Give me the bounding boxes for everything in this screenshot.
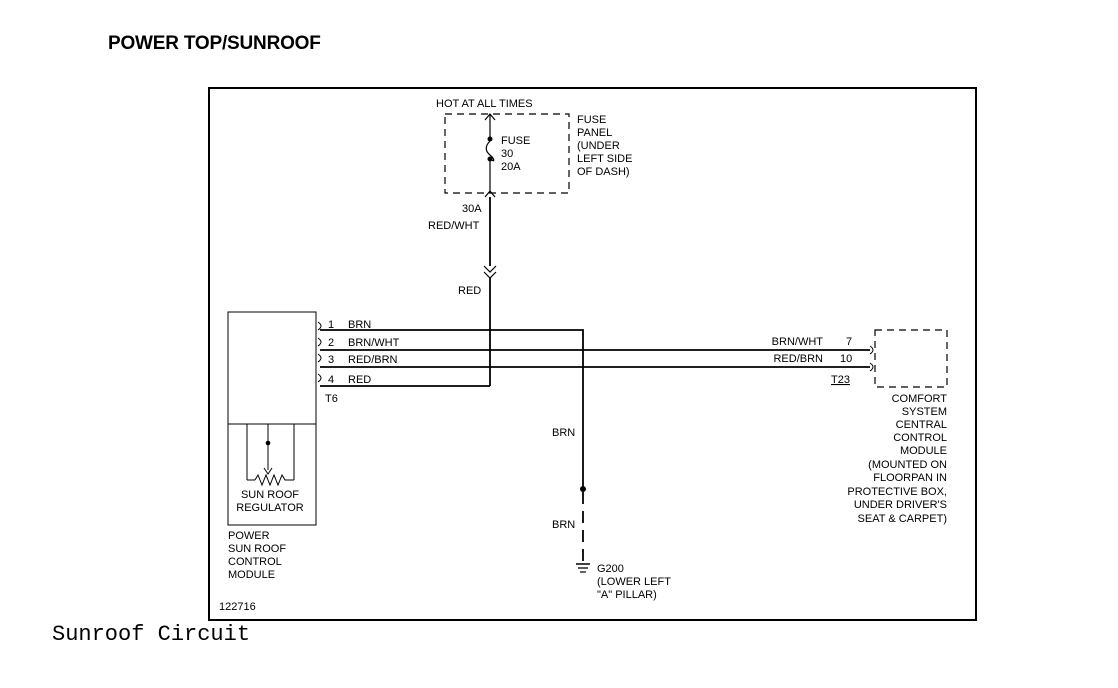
control-module-name-2: SUN ROOF: [228, 543, 286, 555]
comfort-module-name-2: SYSTEM: [902, 406, 947, 418]
control-module-name-4: MODULE: [228, 569, 275, 581]
fuse-location-3: (UNDER: [577, 140, 620, 152]
ground-id: G200: [597, 563, 624, 575]
regulator-label-1: SUN ROOF: [241, 489, 299, 501]
comfort-pin-7-number: 7: [846, 336, 852, 348]
wire-label-brn-upper: BRN: [552, 427, 575, 439]
pin-3-number: 3: [328, 354, 334, 366]
comfort-system-central-control-module: BRN/WHT 7 RED/BRN 10 T23 COMFORT SYSTEM …: [772, 329, 948, 525]
diagram-frame: [208, 87, 977, 621]
comfort-module-name-7: FLOORPAN IN: [873, 472, 947, 484]
comfort-pin-10-connector: [869, 362, 874, 372]
wire-label-brn-lower: BRN: [552, 519, 575, 531]
wire-label-red: RED: [458, 285, 481, 297]
wire-brn: [320, 329, 584, 488]
regulator-label-2: REGULATOR: [236, 502, 303, 514]
control-module-connector: T6: [325, 393, 338, 405]
comfort-module-name-10: SEAT & CARPET): [858, 513, 947, 525]
fuse-label-1: FUSE: [501, 135, 530, 147]
power-sunroof-control-module: SUN ROOF REGULATOR POWER SUN ROOF CONTRO…: [227, 311, 338, 581]
control-module-name-1: POWER: [228, 530, 270, 542]
comfort-module-name-5: MODULE: [900, 445, 947, 457]
comfort-pin-10-number: 10: [840, 353, 852, 365]
comfort-module-name-9: UNDER DRIVER'S: [854, 499, 947, 511]
figure-caption: Sunroof Circuit: [52, 622, 251, 647]
fuse-location-5: OF DASH): [577, 166, 630, 178]
fuse-symbol: [485, 140, 495, 162]
pin-4-number: 4: [328, 374, 334, 386]
control-module-name-3: CONTROL: [228, 556, 282, 568]
ground-symbol: [576, 563, 590, 573]
ground-location-1: (LOWER LEFT: [597, 576, 671, 588]
pin-4-color: RED: [348, 374, 371, 386]
sunroof-regulator-symbol: [246, 424, 295, 487]
fuse-output-connector: [484, 190, 496, 198]
comfort-module-name-1: COMFORT: [892, 393, 948, 405]
comfort-module-name-8: PROTECTIVE BOX,: [847, 486, 947, 498]
fuse-label-2: 30: [501, 148, 513, 160]
pin-3-connector: [317, 353, 322, 363]
pin-1-number: 1: [328, 319, 334, 331]
comfort-pin-7-color: BRN/WHT: [772, 336, 824, 348]
pin-3-color: RED/BRN: [348, 354, 398, 366]
wire-label-red-wht: RED/WHT: [428, 220, 480, 232]
inline-connector-bottom: [483, 271, 497, 279]
inline-connector-top: [483, 265, 497, 273]
pin-4-connector: [317, 373, 322, 383]
pin-2-color: BRN/WHT: [348, 337, 400, 349]
comfort-module-name-6: (MOUNTED ON: [868, 459, 947, 471]
comfort-module-box: [874, 329, 948, 388]
pin-1-color: BRN: [348, 319, 371, 331]
ground-location-2: "A" PILLAR): [597, 589, 657, 601]
fuse-label-3: 20A: [501, 161, 521, 173]
ground-splice: [580, 486, 586, 492]
control-module-box: [227, 311, 317, 526]
hot-at-all-times-label: HOT AT ALL TIMES: [436, 98, 533, 110]
fuse-location-4: LEFT SIDE: [577, 153, 632, 165]
fuse-panel: HOT AT ALL TIMES FUSE 30 20A FUSE PANEL …: [436, 98, 632, 215]
comfort-module-name-4: CONTROL: [893, 432, 947, 444]
fuse-output-terminal: 30A: [462, 203, 482, 215]
fuse-location-1: FUSE: [577, 114, 606, 126]
pin-1-connector: [317, 321, 322, 331]
fuse-location-2: PANEL: [577, 127, 612, 139]
pin-2-number: 2: [328, 337, 334, 349]
comfort-module-name-3: CENTRAL: [896, 419, 947, 431]
diagram-id: 122716: [219, 601, 256, 613]
comfort-pin-7-connector: [869, 345, 874, 355]
comfort-module-connector: T23: [831, 374, 850, 386]
page-title: POWER TOP/SUNROOF: [108, 33, 321, 54]
comfort-pin-10-color: RED/BRN: [773, 353, 823, 365]
pin-2-connector: [317, 337, 322, 347]
fuse-panel-box: [444, 113, 570, 194]
